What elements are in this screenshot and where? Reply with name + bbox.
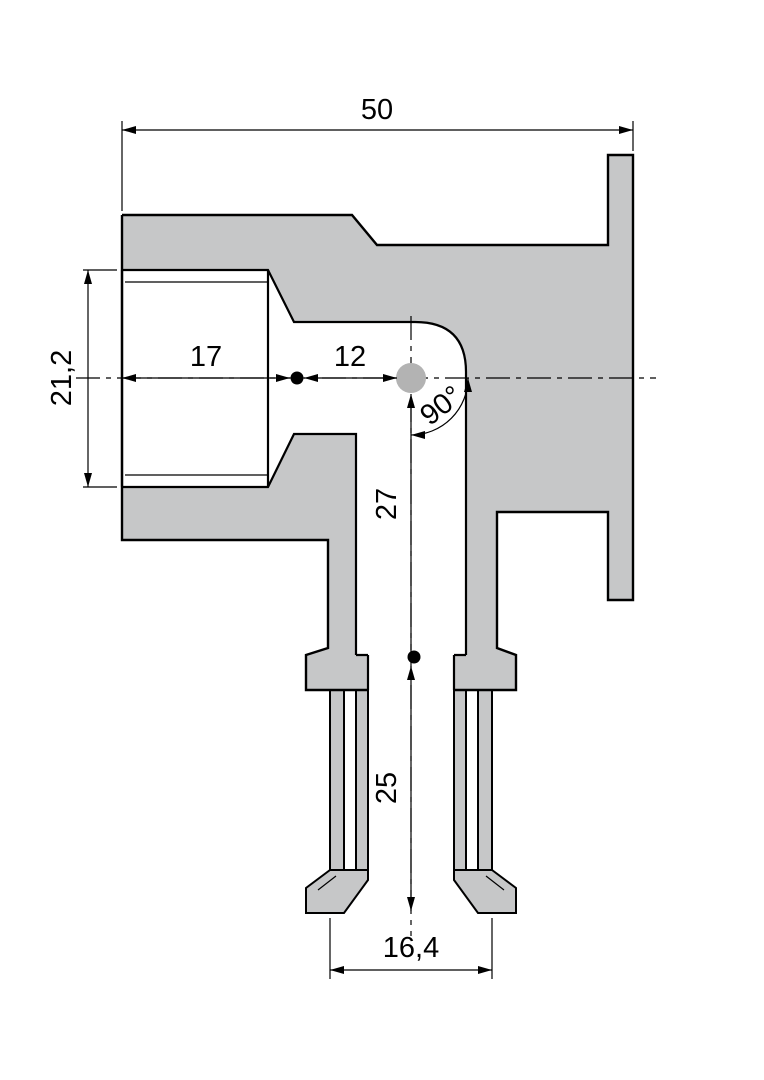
reference-dot	[290, 371, 304, 385]
press-sleeve-right	[477, 689, 493, 873]
dim-label-spigot-od: 16,4	[383, 932, 439, 964]
centerline-vertex-marker	[396, 363, 426, 393]
flare-detail-lines	[317, 875, 505, 891]
dim-label-spigot-length: 25	[371, 772, 403, 804]
extension-lines	[121, 121, 634, 211]
arrowhead	[383, 374, 397, 382]
arrowhead	[84, 473, 92, 487]
arrowhead	[478, 966, 492, 974]
dimension-branch-length: 27	[371, 394, 421, 664]
spigot-flare-left	[305, 869, 369, 914]
arrowhead	[122, 374, 136, 382]
dimension-spigot-od: 16,4	[329, 918, 493, 979]
arrowhead	[411, 431, 425, 439]
extension-lines	[329, 918, 493, 979]
spigot-wall-right	[453, 689, 467, 873]
extension-lines	[83, 269, 117, 488]
press-sleeve-left	[329, 689, 345, 873]
dimension-thread-depth: 17	[122, 341, 304, 385]
dim-label-branch-length: 27	[371, 488, 403, 520]
dim-label-thread-depth: 17	[190, 341, 222, 373]
dim-label-overall-width: 50	[361, 94, 393, 126]
spigot-flare-right	[453, 869, 517, 914]
spigot-wall-left	[355, 689, 369, 873]
dimension-spigot-length: 25	[371, 666, 415, 911]
dimension-socket-bore: 21,2	[46, 269, 117, 488]
arrowhead	[407, 897, 415, 911]
arrowhead	[464, 378, 472, 392]
dim-label-socket-bore: 21,2	[46, 350, 78, 406]
bore-cavity	[122, 270, 466, 690]
dimension-overall-width: 50	[121, 94, 634, 211]
arrowhead	[330, 966, 344, 974]
reference-dot	[407, 650, 421, 664]
arrowhead	[619, 126, 633, 134]
arrowhead	[84, 270, 92, 284]
arrowhead	[407, 394, 415, 408]
arrowhead	[304, 374, 318, 382]
arrowhead	[407, 666, 415, 680]
dimension-centre-offset: 12	[304, 341, 397, 382]
arrowhead	[276, 374, 290, 382]
arrowhead	[122, 126, 136, 134]
thread-lines	[125, 281, 268, 476]
body-outline	[120, 153, 635, 692]
dim-label-centre-offset: 12	[334, 341, 366, 373]
